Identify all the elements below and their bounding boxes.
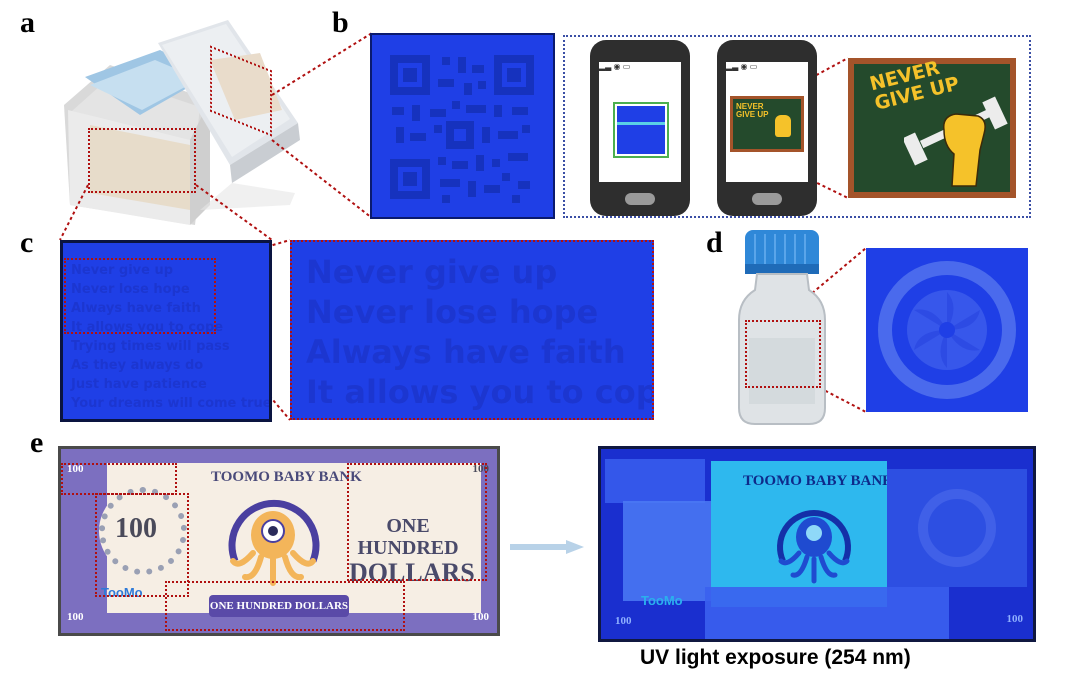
denomination-rosette	[99, 487, 187, 575]
corner-value-top-right: 100	[472, 463, 490, 475]
octopus-mascot-uv	[771, 499, 857, 585]
corner-value-bottom-right: 100	[472, 611, 490, 623]
fist-dumbbell-icon	[904, 96, 1008, 187]
gift-box-photo	[50, 15, 330, 230]
panel-label-a: a	[20, 6, 35, 39]
uv-security-patch-3	[887, 469, 1027, 587]
security-region-3	[347, 463, 487, 581]
phone-poster-preview: NEVER GIVE UP	[730, 96, 804, 152]
text-zoom-uv-image: Never give up Never lose hope Always hav…	[290, 240, 654, 420]
home-button	[752, 193, 782, 205]
corner-value-uv-left: 100	[615, 615, 632, 627]
uv-caption: UV light exposure (254 nm)	[640, 646, 911, 669]
poster-never-give-up: NEVER GIVE UP	[848, 57, 1016, 198]
uv-security-patch-4	[705, 587, 949, 639]
qr-code-pattern	[390, 55, 534, 203]
panel-label-d: d	[706, 226, 723, 259]
box-side-print-region	[88, 128, 196, 193]
uv-poem-zoom: Never give up Never lose hope Always hav…	[306, 253, 654, 411]
corner-value-top-left: 100	[67, 463, 84, 475]
phone-screen-scanning: ▂▃ ◉ ▭	[599, 62, 681, 182]
home-button	[625, 193, 655, 205]
security-region-2	[95, 493, 189, 597]
scan-line	[617, 122, 665, 125]
panel-label-e: e	[30, 426, 44, 459]
octopus-mascot	[221, 491, 325, 589]
panel-label-b: b	[332, 6, 349, 39]
scan-viewfinder	[613, 102, 669, 158]
phone-result: ▂▃ ◉ ▭ NEVER GIVE UP	[717, 40, 817, 216]
ribbon-banner: ONE HUNDRED DOLLARS	[209, 595, 349, 617]
text-document-uv-image: Never give up Never lose hope Always hav…	[60, 240, 272, 422]
phone-poster-text: NEVER GIVE UP	[736, 102, 769, 120]
bottle-pattern-uv-image	[866, 248, 1028, 412]
uv-poem-small: Never give up Never lose hope Always hav…	[71, 263, 272, 411]
security-region-1	[61, 463, 177, 495]
security-region-4	[165, 581, 405, 631]
uv-security-patch-2	[623, 501, 727, 601]
status-bar: ▂▃ ◉ ▭	[726, 62, 758, 71]
zoom-region-c	[64, 258, 216, 334]
uv-security-patch-1	[605, 459, 705, 503]
fist-icon	[775, 115, 791, 137]
bottle-print-region	[745, 320, 821, 388]
status-bar: ▂▃ ◉ ▭	[599, 62, 631, 71]
corner-value-bottom-left: 100	[67, 611, 84, 623]
arrow-right-icon	[510, 540, 584, 554]
banknote-visible: TOOMO BABY BANK 100 ONE HUNDRED DOLLARS …	[58, 446, 500, 636]
phone-scanning: ▂▃ ◉ ▭	[590, 40, 690, 216]
phone-screen-result: ▂▃ ◉ ▭ NEVER GIVE UP	[726, 62, 808, 182]
scanned-qr-preview	[617, 106, 665, 154]
bank-name-uv: TOOMO BABY BANK	[743, 473, 894, 489]
banknote-uv: TOOMO BABY BANK TooMo 100 100	[598, 446, 1036, 642]
corner-value-uv-right: 100	[1006, 613, 1024, 625]
qr-code-uv-image	[370, 33, 555, 219]
bank-name: TOOMO BABY BANK	[211, 469, 362, 485]
panel-label-c: c	[20, 226, 34, 259]
gift-box-illustration	[64, 20, 300, 225]
chalkboard: NEVER GIVE UP	[854, 57, 1010, 192]
denomination-value: 100	[115, 513, 157, 544]
phone-scan-frame	[563, 35, 1031, 218]
brand-logo-uv: TooMo	[641, 593, 683, 608]
swirl-pattern	[878, 261, 1016, 399]
